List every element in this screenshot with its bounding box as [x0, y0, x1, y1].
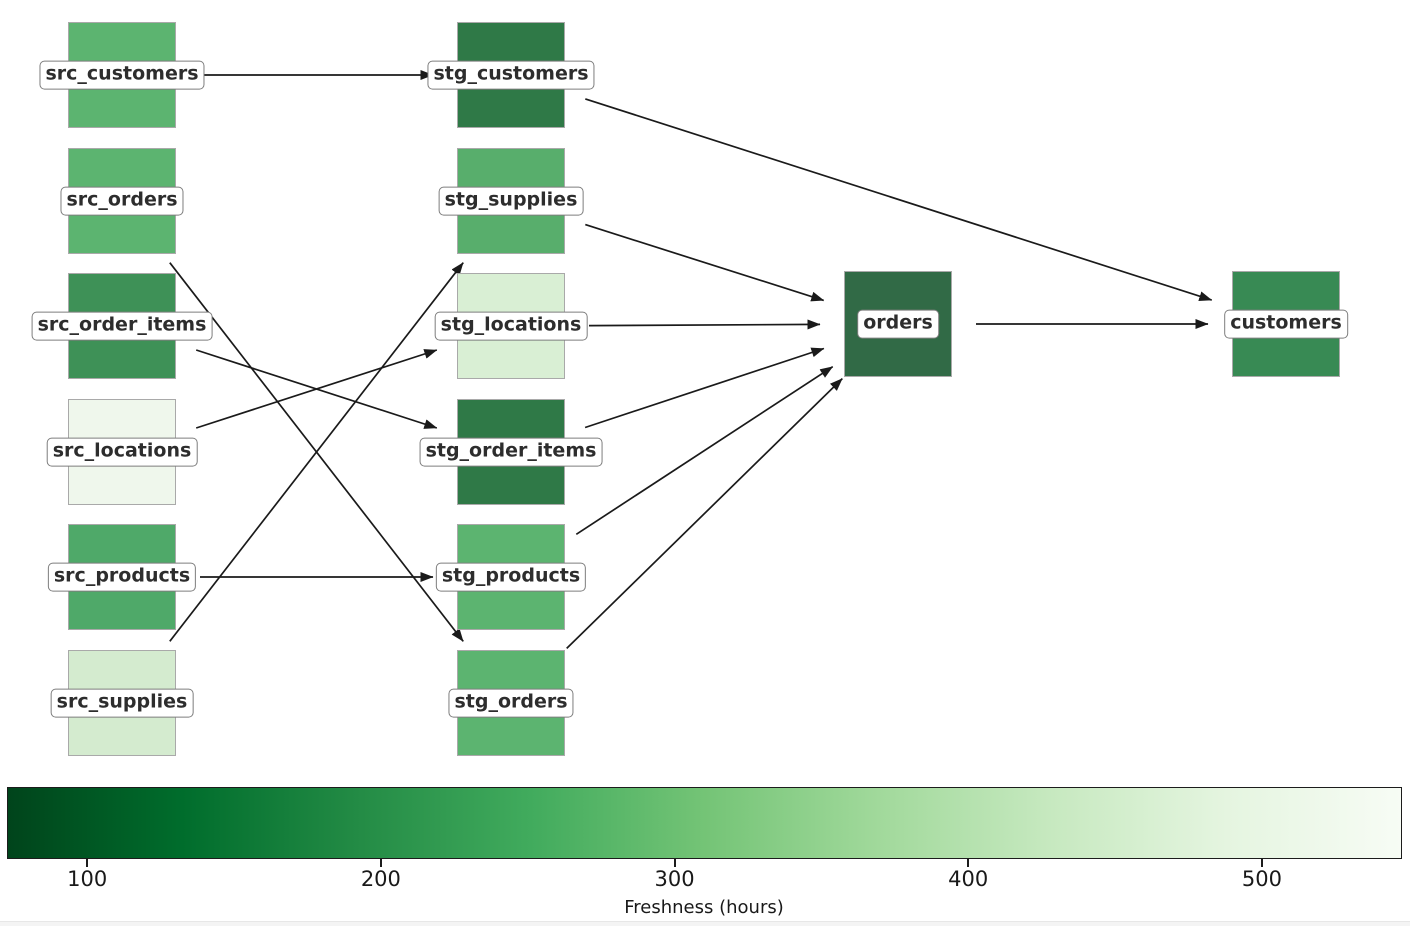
node-label-src_locations: src_locations [46, 437, 198, 467]
node-label-stg_customers: stg_customers [427, 60, 595, 90]
node-label-stg_supplies: stg_supplies [438, 186, 584, 216]
edge-stg_orders-to-orders [566, 377, 843, 650]
node-label-src_orders: src_orders [60, 186, 184, 216]
node-label-src_supplies: src_supplies [50, 688, 194, 718]
node-label-stg_order_items: stg_order_items [419, 437, 603, 467]
edges-layer [169, 70, 1213, 650]
node-label-stg_products: stg_products [435, 562, 587, 592]
edge-src_locations-to-stg_locations [195, 349, 438, 429]
node-label-src_products: src_products [47, 562, 197, 592]
edge-stg_customers-to-customers [585, 98, 1213, 302]
edge-stg_supplies-to-orders [585, 223, 825, 302]
node-label-orders: orders [857, 309, 939, 339]
node-label-stg_locations: stg_locations [434, 311, 588, 341]
edge-stg_locations-to-orders [588, 319, 821, 330]
node-label-customers: customers [1224, 309, 1348, 339]
edge-stg_order_items-to-orders [584, 347, 825, 429]
node-label-src_customers: src_customers [39, 60, 205, 90]
node-label-stg_orders: stg_orders [448, 688, 574, 718]
edge-src_supplies-to-stg_supplies [169, 262, 464, 642]
edge-stg_products-to-orders [575, 365, 834, 536]
node-label-src_order_items: src_order_items [31, 311, 213, 341]
